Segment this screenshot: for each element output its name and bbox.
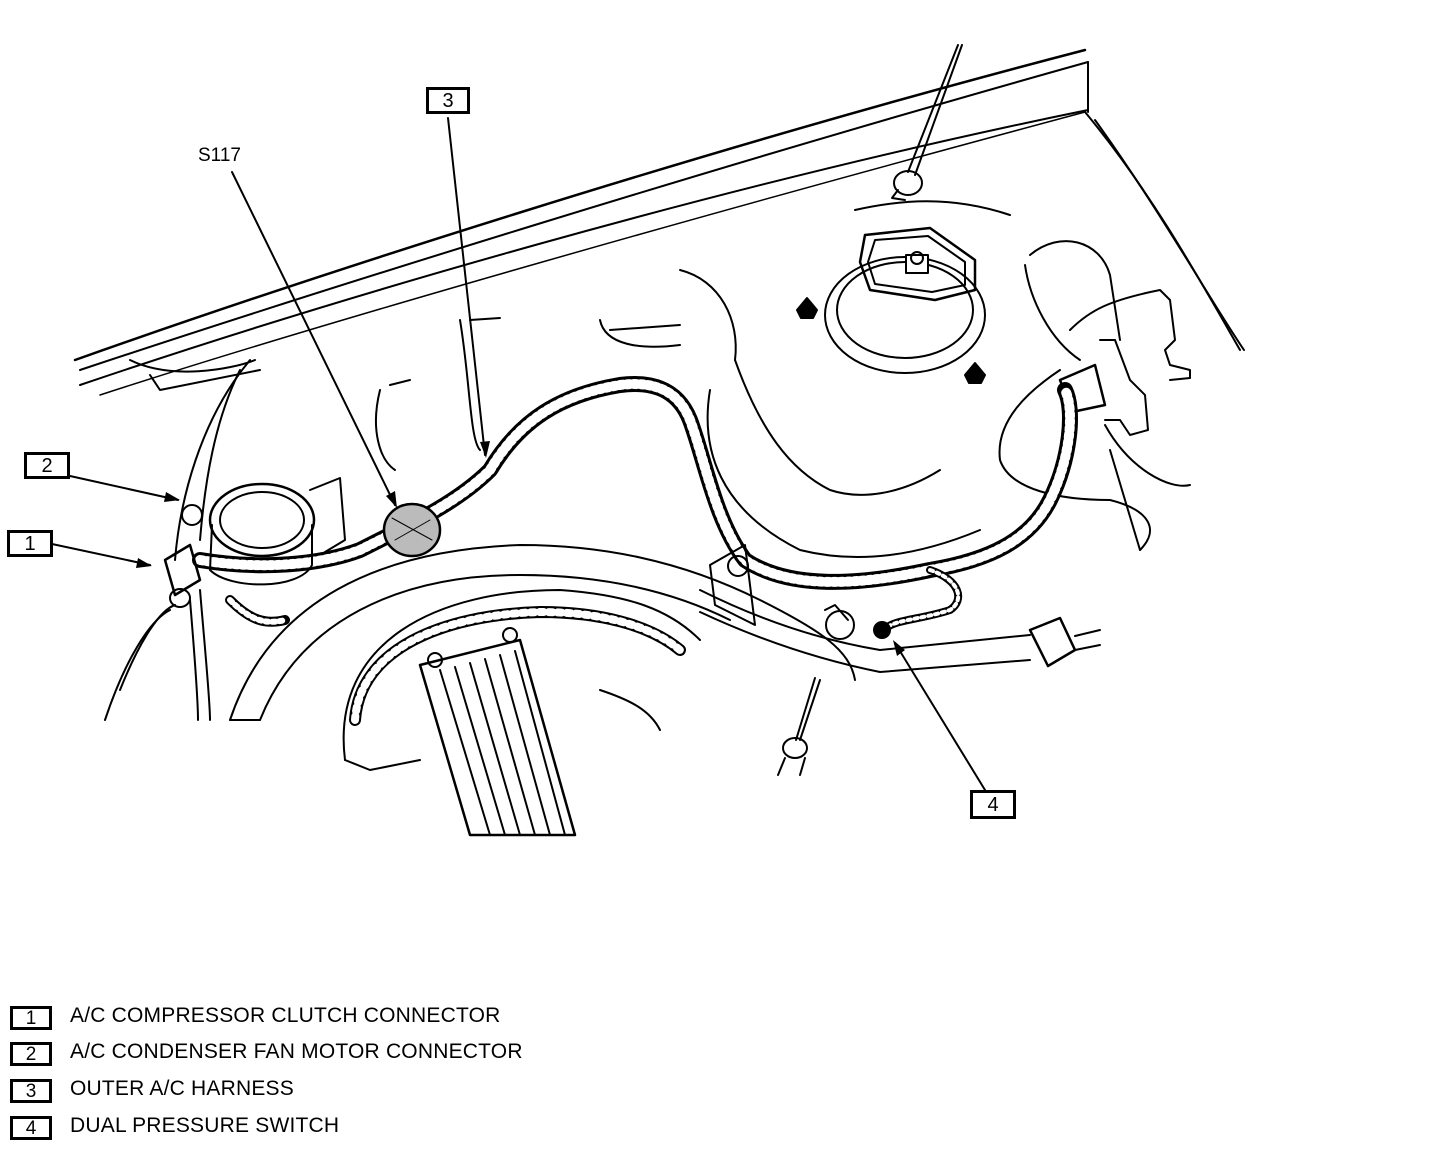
strut-tower	[796, 200, 1011, 384]
callout-3: 3	[426, 87, 470, 114]
leader-lines	[51, 117, 986, 791]
side-component	[998, 240, 1191, 551]
ac-line	[699, 544, 1101, 673]
legend-text: A/C CONDENSER FAN MOTOR CONNECTOR	[70, 1040, 523, 1063]
legend-row-2: 2 A/C CONDENSER FAN MOTOR CONNECTOR	[10, 1039, 710, 1069]
callout-2: 2	[24, 452, 70, 479]
reservoir-neck	[208, 477, 346, 586]
legend-number: 3	[10, 1079, 52, 1103]
hood-prop	[891, 44, 963, 201]
callout-1: 1	[7, 530, 53, 557]
legend-text: A/C COMPRESSOR CLUTCH CONNECTOR	[70, 1004, 501, 1027]
pressure-switch	[777, 604, 891, 776]
legend-text: OUTER A/C HARNESS	[70, 1077, 294, 1100]
legend-number: 4	[10, 1116, 52, 1140]
legend-row-1: 1 A/C COMPRESSOR CLUTCH CONNECTOR	[10, 1003, 710, 1033]
callout-4: 4	[970, 790, 1016, 819]
legend-row-4: 4 DUAL PRESSURE SWITCH	[10, 1113, 710, 1143]
radiator-core	[418, 627, 577, 837]
fan-shroud	[342, 589, 701, 771]
splice-label-s117: S117	[198, 145, 241, 166]
legend-row-3: 3 OUTER A/C HARNESS	[10, 1076, 710, 1106]
legend-text: DUAL PRESSURE SWITCH	[70, 1114, 340, 1137]
splice-s117	[382, 502, 442, 558]
legend-number: 1	[10, 1006, 52, 1030]
cowl-panel	[73, 48, 1245, 396]
arrowheads	[136, 441, 905, 656]
legend-number: 2	[10, 1042, 52, 1066]
compressor-area	[104, 504, 290, 721]
upper-hose	[229, 544, 856, 721]
